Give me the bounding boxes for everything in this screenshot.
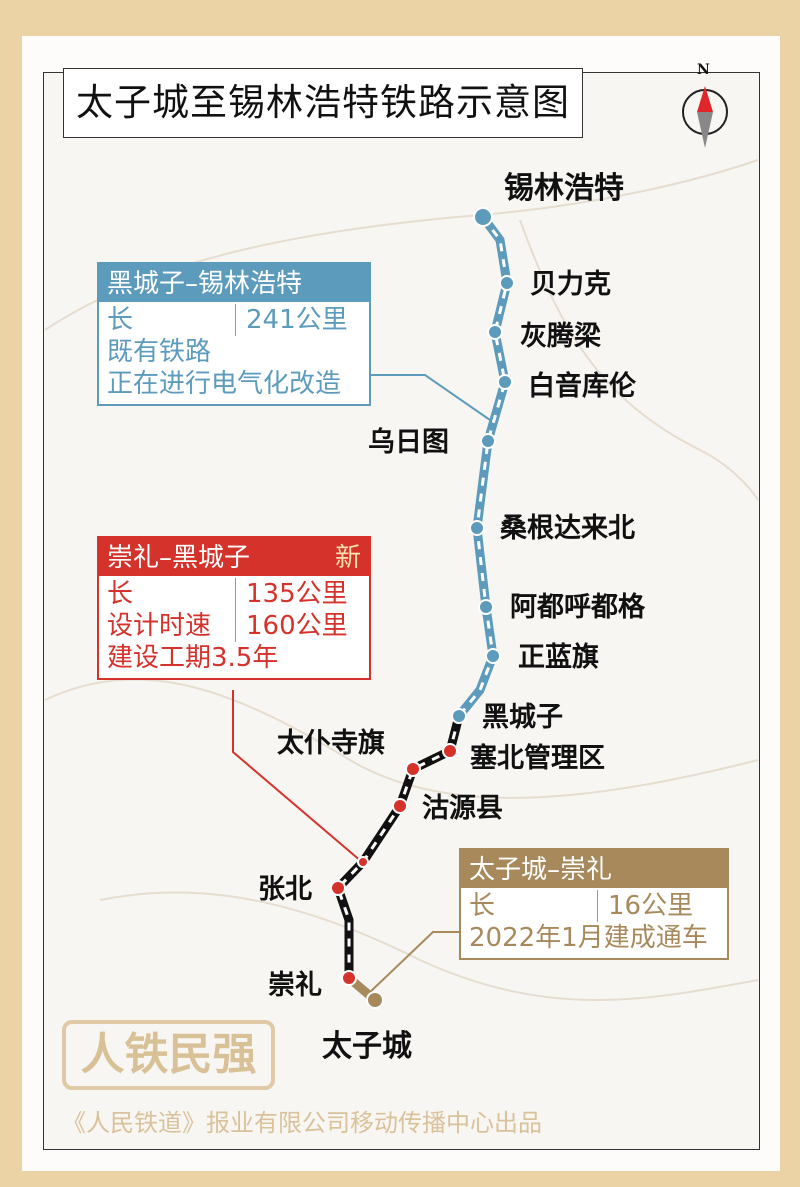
new-leader-line <box>232 690 363 863</box>
compass-label: N <box>697 62 710 78</box>
station-dot <box>478 599 494 615</box>
station-label: 崇礼 <box>268 970 322 1001</box>
station-label: 贝力克 <box>530 269 611 300</box>
station-label: 阿都呼都格 <box>510 592 645 623</box>
new-segment-box: 崇礼–黑城子 新 长 135公里 设计时速 160公里 建设工期3.5年 <box>97 536 371 680</box>
station-dot <box>330 880 346 896</box>
existing-leader-line <box>370 374 491 421</box>
opened-segment-box: 太子城–崇礼 长 16公里 2022年1月建成通车 <box>459 848 729 960</box>
segment-title: 太子城–崇礼 <box>469 855 613 885</box>
segment-title: 崇礼–黑城子 <box>107 543 251 573</box>
station-dot <box>442 743 458 759</box>
station-dot <box>480 433 496 449</box>
station-label: 灰腾梁 <box>520 321 601 352</box>
station-dot <box>392 798 408 814</box>
station-label: 乌日图 <box>368 427 449 458</box>
new-rail-dash <box>336 715 461 978</box>
station-dot <box>451 708 467 724</box>
station-dot <box>487 324 503 340</box>
station-label: 太子城 <box>322 1029 412 1064</box>
station-label: 张北 <box>258 874 312 905</box>
station-label: 黑城子 <box>482 702 563 733</box>
existing-segment-box: 黑城子–锡林浩特 长 241公里 既有铁路 正在进行电气化改造 <box>97 262 371 406</box>
station-dot <box>497 374 513 390</box>
station-label: 沽源县 <box>422 793 503 824</box>
station-label: 太仆寺旗 <box>277 728 385 759</box>
station-label: 锡林浩特 <box>504 171 624 206</box>
station-label: 正蓝旗 <box>518 642 599 673</box>
speed-label: 设计时速 <box>107 610 236 642</box>
station-dot <box>341 970 357 986</box>
station-dot <box>405 761 421 777</box>
length-value: 135公里 <box>246 579 348 609</box>
length-label: 长 <box>107 304 236 336</box>
station-dot-xilinhot <box>473 207 493 227</box>
station-label: 白音库伦 <box>528 371 636 402</box>
length-label: 长 <box>107 578 236 610</box>
station-dot <box>469 520 485 536</box>
station-label: 塞北管理区 <box>470 743 605 774</box>
existing-rail-line <box>455 214 512 719</box>
background-roads <box>44 159 759 1001</box>
length-value: 241公里 <box>246 305 348 335</box>
brand-logo: 人铁民强 <box>62 1020 275 1090</box>
length-value: 16公里 <box>608 891 694 921</box>
compass-north-icon <box>682 86 728 148</box>
segment-note: 建设工期3.5年 <box>107 643 279 673</box>
new-badge: 新 <box>334 543 361 573</box>
segment-note: 正在进行电气化改造 <box>107 369 342 399</box>
credit-footer: 《人民铁道》报业有限公司移动传播中心出品 <box>62 1109 542 1137</box>
map-title: 太子城至锡林浩特铁路示意图 <box>63 68 583 138</box>
segment-note: 2022年1月建成通车 <box>469 923 708 953</box>
station-dot-taizicheng <box>366 991 384 1009</box>
station-dot <box>357 856 369 868</box>
length-label: 长 <box>469 890 598 922</box>
segment-title: 黑城子–锡林浩特 <box>107 269 303 299</box>
station-dot <box>485 648 501 664</box>
opened-leader-line <box>367 931 459 995</box>
speed-value: 160公里 <box>246 611 348 641</box>
segment-note: 既有铁路 <box>107 337 212 367</box>
station-label: 桑根达来北 <box>500 513 635 544</box>
station-dot <box>499 275 515 291</box>
